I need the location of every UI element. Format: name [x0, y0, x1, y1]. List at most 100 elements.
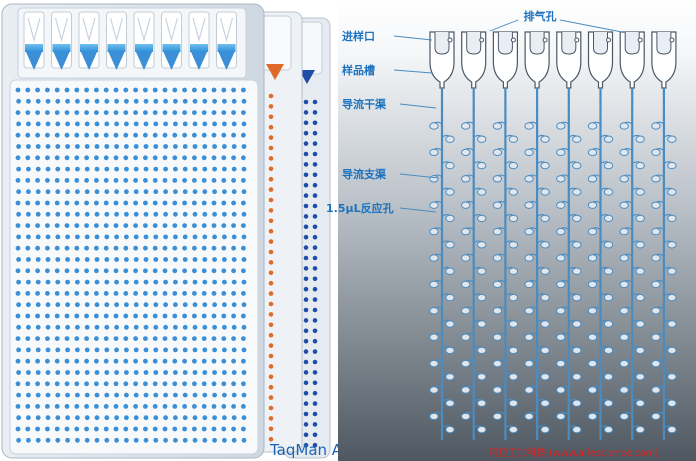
reaction-well	[26, 279, 31, 285]
reaction-well	[84, 166, 90, 172]
reaction-well	[182, 302, 188, 308]
reaction-well	[182, 144, 188, 149]
reaction-well	[231, 313, 237, 319]
reaction-well	[222, 189, 227, 195]
port-arrow	[81, 52, 97, 70]
reaction-well	[25, 178, 31, 183]
reaction-well	[508, 161, 519, 170]
reaction-well	[312, 151, 318, 157]
reaction-well	[65, 234, 70, 240]
reaction-well	[143, 347, 149, 353]
reaction-well	[222, 211, 227, 217]
reaction-well	[572, 346, 582, 355]
reaction-well	[124, 324, 129, 330]
reaction-well	[94, 166, 100, 172]
reaction-well	[65, 415, 70, 421]
reaction-well	[124, 370, 129, 375]
reaction-well	[182, 370, 188, 375]
reaction-well	[75, 279, 80, 285]
reaction-well	[45, 223, 50, 229]
reaction-well	[492, 386, 503, 394]
reaction-well	[202, 324, 208, 330]
reaction-well	[231, 178, 237, 183]
reaction-well	[312, 245, 318, 250]
reaction-well	[35, 121, 41, 127]
reaction-well	[312, 370, 318, 375]
reaction-well	[192, 404, 197, 409]
channel-column	[492, 31, 519, 440]
reaction-well	[268, 156, 274, 161]
reaction-well	[84, 381, 89, 387]
reaction-well	[303, 422, 309, 427]
reaction-well	[143, 302, 149, 308]
reaction-well	[152, 358, 158, 364]
reaction-well	[231, 279, 237, 285]
reaction-well	[35, 132, 40, 138]
reaction-well	[182, 166, 188, 172]
reaction-well	[572, 241, 582, 249]
reaction-well	[84, 234, 90, 240]
reaction-well	[123, 381, 129, 387]
reaction-well	[651, 175, 661, 183]
reaction-well	[143, 336, 148, 341]
reaction-well	[74, 336, 80, 341]
reaction-well	[241, 98, 247, 104]
reaction-well	[222, 279, 227, 285]
reaction-well	[104, 392, 110, 398]
reaction-well	[202, 279, 208, 285]
reaction-well	[182, 257, 188, 262]
reaction-well	[25, 404, 31, 409]
reaction-well	[508, 241, 519, 249]
reaction-well	[303, 130, 309, 136]
reaction-well	[667, 188, 677, 196]
reaction-well	[303, 266, 309, 271]
reaction-well	[540, 293, 550, 302]
reaction-well	[45, 415, 51, 421]
reaction-well	[65, 324, 70, 330]
reaction-well	[153, 324, 159, 330]
reaction-well	[211, 358, 217, 364]
reaction-well	[152, 268, 158, 274]
reaction-well	[619, 254, 629, 262]
reaction-well	[103, 404, 109, 409]
reaction-well	[84, 121, 90, 127]
reaction-well	[201, 87, 207, 93]
reaction-well	[572, 425, 582, 434]
reaction-well	[94, 381, 99, 387]
reaction-well	[619, 175, 629, 183]
reaction-well	[211, 110, 217, 115]
reaction-well	[231, 132, 237, 138]
reaction-well	[268, 322, 274, 328]
reaction-well	[35, 87, 40, 93]
reaction-well	[103, 358, 109, 364]
reaction-well	[231, 87, 237, 93]
reaction-well	[201, 291, 207, 296]
reaction-well	[241, 347, 247, 353]
reaction-well	[153, 370, 159, 375]
port-arrow	[218, 52, 235, 70]
reaction-well	[103, 268, 109, 274]
reaction-well	[173, 279, 178, 285]
reaction-well	[45, 144, 51, 149]
reaction-well	[94, 110, 99, 115]
reaction-well	[211, 245, 217, 251]
reaction-well	[508, 373, 519, 381]
reaction-well	[124, 189, 129, 195]
reaction-well	[231, 268, 237, 274]
reaction-well	[572, 188, 582, 196]
label-inlet: 进样口	[342, 29, 375, 43]
reaction-well	[192, 302, 198, 308]
reaction-well	[123, 336, 129, 341]
reaction-well	[587, 412, 598, 421]
reaction-well	[268, 395, 274, 400]
reaction-well	[124, 166, 129, 172]
reaction-well	[64, 268, 70, 274]
reaction-well	[54, 381, 60, 387]
reaction-well	[202, 302, 208, 308]
reaction-well	[268, 280, 274, 286]
reaction-well	[113, 381, 119, 387]
reaction-well	[104, 279, 110, 285]
port-arrow	[191, 52, 207, 70]
reaction-well	[211, 200, 217, 206]
reaction-well	[268, 166, 274, 172]
